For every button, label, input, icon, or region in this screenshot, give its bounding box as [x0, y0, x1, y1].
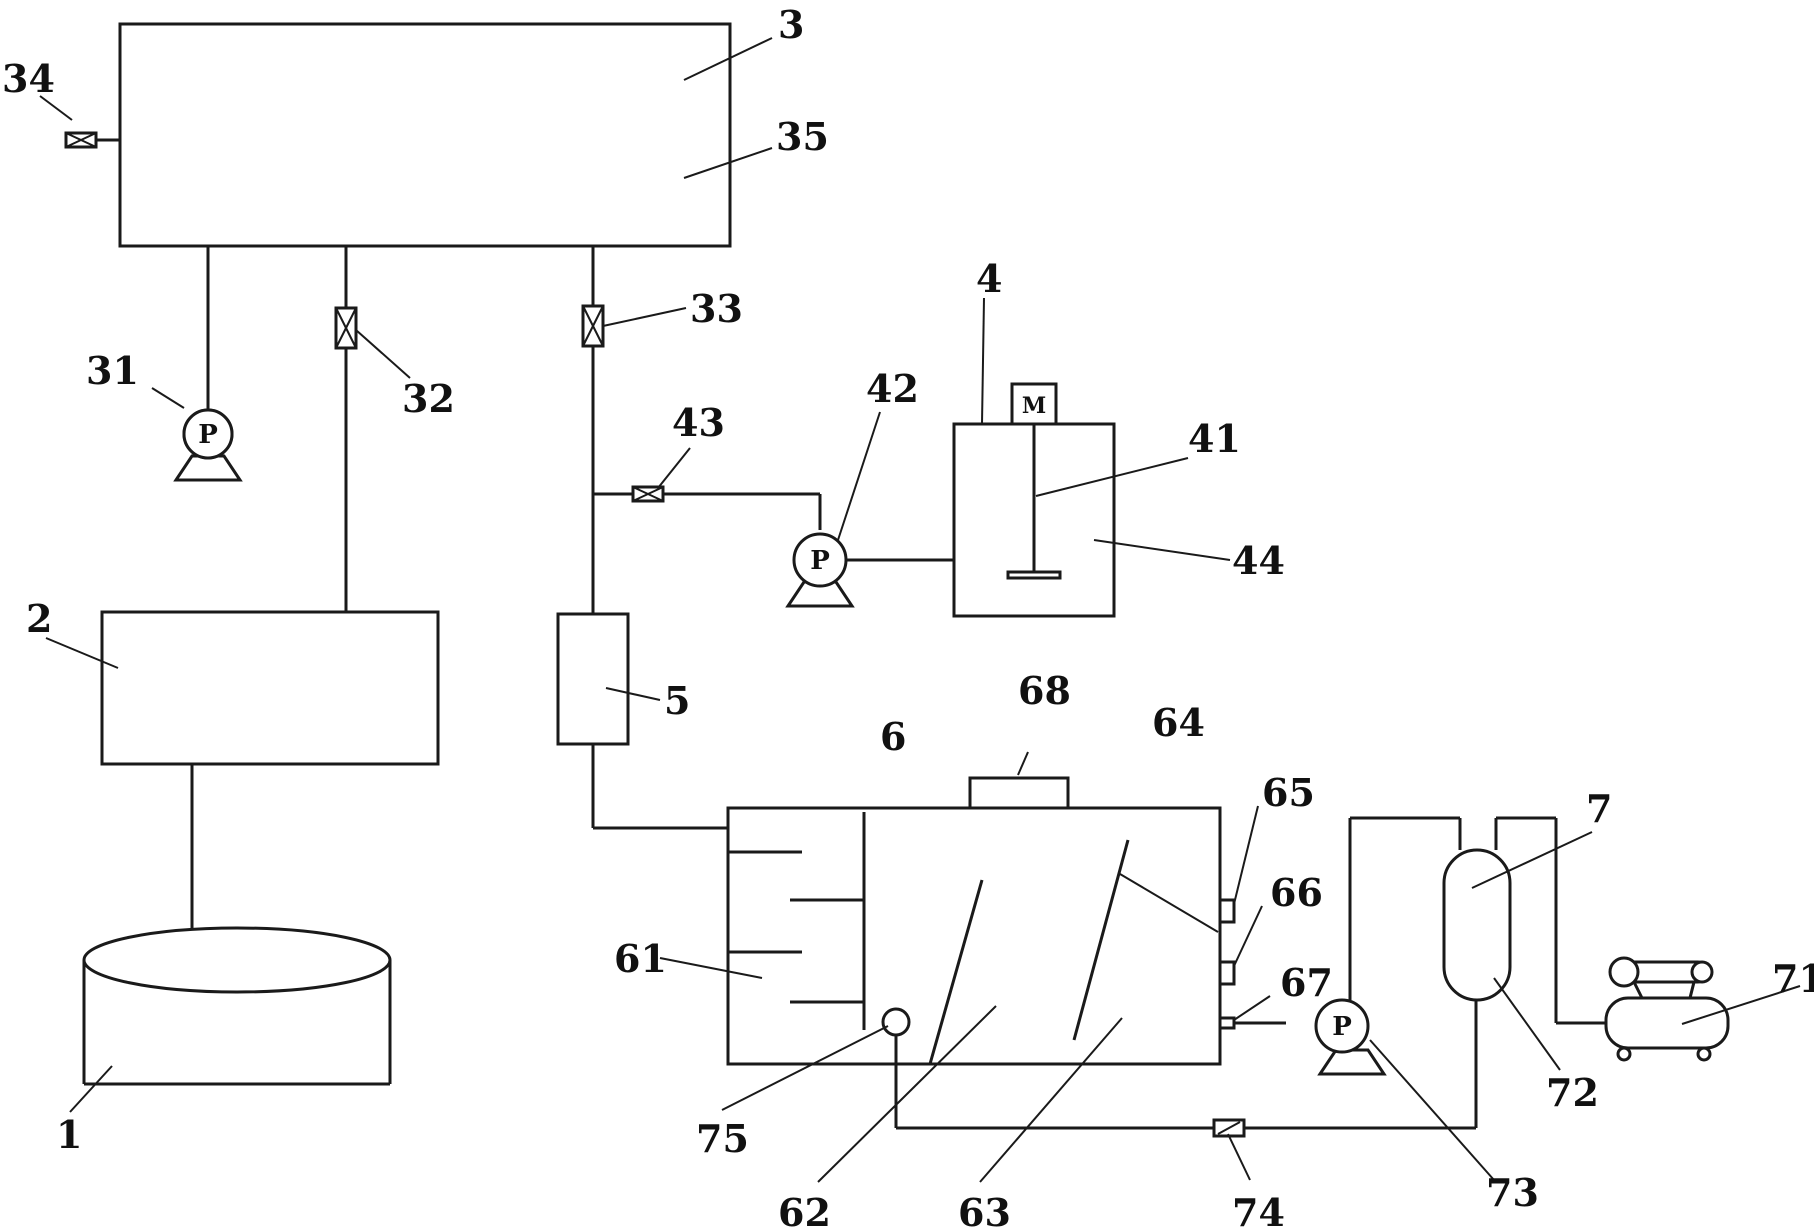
label-31: 31 [86, 348, 139, 393]
pump-31-letter: P [198, 420, 218, 450]
pump-73: P [1314, 998, 1387, 1076]
pump-42-letter: P [810, 546, 830, 576]
label-1: 1 [56, 1112, 82, 1157]
sensor-65 [1218, 898, 1236, 924]
label-67: 67 [1280, 960, 1333, 1005]
valve-33 [581, 304, 605, 348]
pump-31: P [173, 408, 243, 482]
label-4: 4 [976, 256, 1002, 301]
label-62: 62 [778, 1190, 831, 1231]
label-5: 5 [664, 678, 690, 723]
inclined-plate-62 [928, 879, 984, 1065]
valve-32 [334, 306, 358, 350]
compressor-71 [1604, 956, 1730, 1062]
label-41: 41 [1188, 416, 1241, 461]
pump-42: P [785, 532, 855, 608]
label-6: 6 [880, 714, 906, 759]
label-66: 66 [1270, 870, 1323, 915]
label-44: 44 [1232, 538, 1285, 583]
label-3: 3 [778, 2, 804, 47]
valve-43 [631, 485, 665, 503]
label-2: 2 [26, 596, 52, 641]
outlet-67 [1218, 1016, 1236, 1030]
sensor-66 [1218, 960, 1236, 986]
leader-lines [39, 37, 1801, 1183]
cover-68 [968, 776, 1070, 810]
label-7: 7 [1586, 786, 1612, 831]
pump-73-letter: P [1332, 1012, 1352, 1042]
aerator-75 [881, 1007, 911, 1037]
label-35: 35 [776, 114, 829, 159]
label-74: 74 [1232, 1190, 1285, 1231]
label-63: 63 [958, 1190, 1011, 1231]
label-42: 42 [866, 366, 919, 411]
label-64: 64 [1152, 700, 1205, 745]
label-32: 32 [402, 376, 455, 421]
agitator-blade [1006, 570, 1062, 580]
label-71: 71 [1772, 956, 1814, 1001]
label-61: 61 [614, 936, 667, 981]
label-75: 75 [696, 1116, 749, 1161]
label-73: 73 [1486, 1170, 1539, 1215]
tank-3 [118, 22, 732, 248]
label-33: 33 [690, 286, 743, 331]
container-1 [82, 926, 392, 1086]
motor-letter: M [1022, 393, 1046, 419]
label-34: 34 [2, 56, 55, 101]
reactor-6 [726, 806, 1222, 1066]
vessel-72 [1442, 848, 1512, 1002]
motor-41: M [1010, 382, 1058, 426]
label-72: 72 [1546, 1070, 1599, 1115]
label-65: 65 [1262, 770, 1315, 815]
check-valve-74 [1212, 1118, 1246, 1138]
valve-34 [64, 131, 98, 149]
inclined-plate-63 [1072, 839, 1130, 1041]
unit-2 [100, 610, 440, 766]
label-43: 43 [672, 400, 725, 445]
label-68: 68 [1018, 668, 1071, 713]
filter-5 [556, 612, 630, 746]
